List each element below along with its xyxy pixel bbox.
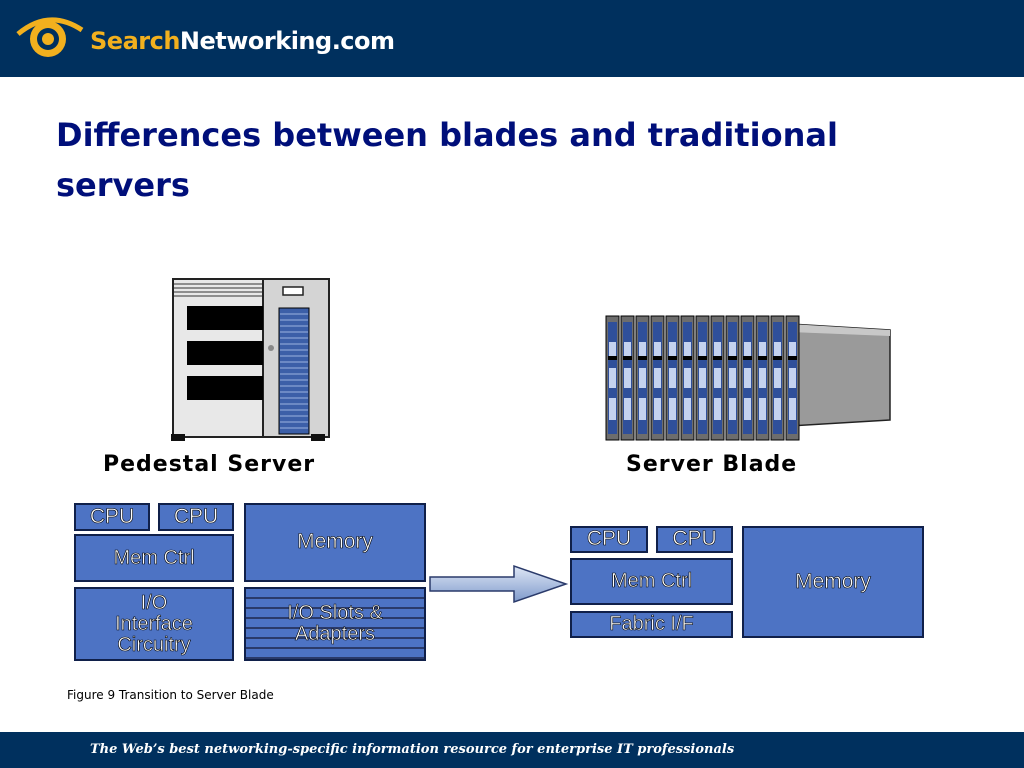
- slide-title: Differences between blades and tradition…: [56, 116, 838, 204]
- server-comparison-diagram: Pedestal Server Server Blade CPU CPU Mem…: [0, 270, 1024, 720]
- blade-memory-block: Memory: [742, 526, 924, 638]
- footer-bar: The Web’s best networking-specific infor…: [0, 732, 1024, 768]
- server-blade-icon: [605, 315, 891, 441]
- io-line-3-text: Circuitry: [117, 633, 191, 656]
- io-line-1-text: I/O: [140, 591, 168, 614]
- blade-cpu-2-text: CPU: [672, 527, 717, 551]
- pedestal-memory-text: Memory: [297, 530, 373, 554]
- site-logo[interactable]: SearchNetworking.com: [90, 27, 395, 55]
- pedestal-mem-ctrl-block: Mem Ctrl: [74, 534, 234, 582]
- pedestal-memory-block: Memory: [244, 503, 426, 582]
- pedestal-io-slots-block: I/O Slots & Adapters: [244, 587, 426, 661]
- eye-logo-icon: [16, 17, 84, 57]
- pedestal-cpu-2-block: CPU: [158, 503, 234, 531]
- pedestal-server-label: Pedestal Server: [103, 452, 316, 477]
- pedestal-mem-ctrl-text: Mem Ctrl: [113, 546, 195, 569]
- logo-search-text: Search: [90, 27, 180, 55]
- logo-networking-text: Networking.com: [179, 27, 395, 55]
- figure-caption: Figure 9 Transition to Server Blade: [67, 688, 274, 702]
- blade-fabric-if-text: Fabric I/F: [609, 613, 694, 635]
- blade-fabric-if-block: Fabric I/F: [570, 611, 733, 638]
- slots-line-1-text: I/O Slots &: [287, 602, 383, 624]
- pedestal-io-interface-block: I/O Interface Circuitry: [74, 587, 234, 661]
- blade-cpu-1-block: CPU: [570, 526, 648, 553]
- pedestal-server-icon: [171, 278, 330, 441]
- header-bar: SearchNetworking.com: [0, 0, 1024, 77]
- blade-mem-ctrl-text: Mem Ctrl: [610, 570, 693, 592]
- slots-line-2-text: Adapters: [294, 623, 376, 645]
- io-line-2-text: Interface: [115, 612, 193, 635]
- blade-memory-text: Memory: [795, 569, 871, 593]
- footer-tagline: The Web’s best networking-specific infor…: [90, 742, 735, 757]
- transition-arrow-icon: [429, 564, 569, 604]
- server-blade-label: Server Blade: [626, 452, 798, 477]
- pedestal-cpu-1-block: CPU: [74, 503, 150, 531]
- blade-cpu-2-block: CPU: [656, 526, 733, 553]
- blade-cpu-1-text: CPU: [586, 527, 632, 551]
- pedestal-cpu-1-text: CPU: [89, 504, 135, 528]
- blade-mem-ctrl-block: Mem Ctrl: [570, 558, 733, 605]
- pedestal-cpu-2-text: CPU: [173, 504, 219, 528]
